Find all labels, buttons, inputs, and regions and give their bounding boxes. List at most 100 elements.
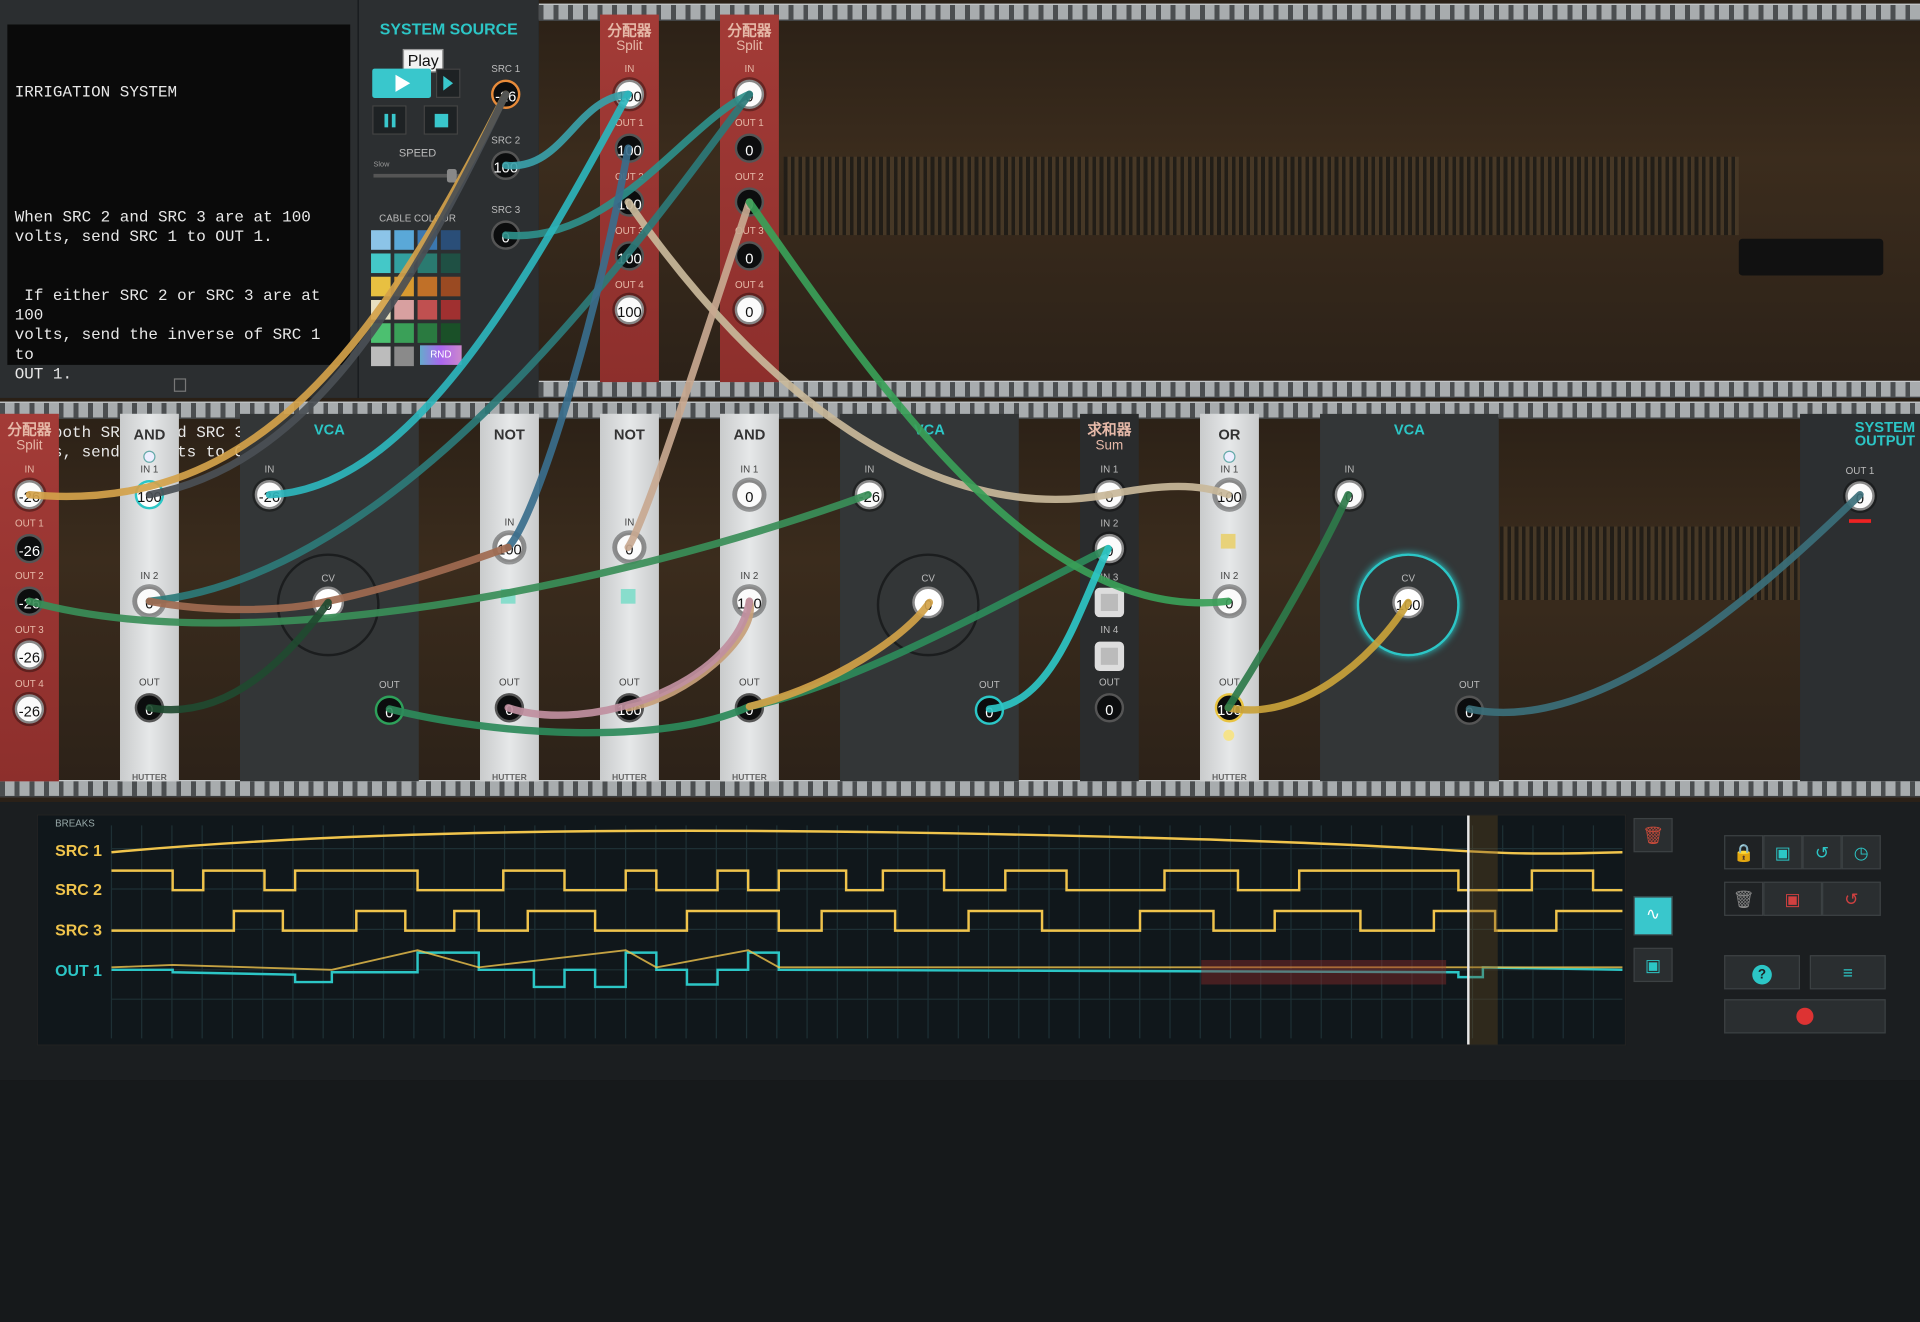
step-button[interactable] (435, 68, 461, 98)
lock-button[interactable]: 🔒 (1724, 835, 1764, 870)
colour-swatch[interactable] (371, 276, 391, 297)
patch-cable[interactable] (745, 598, 934, 711)
colour-swatch[interactable] (394, 346, 414, 367)
clock-button[interactable]: ◷ (1841, 835, 1881, 870)
patch-cable[interactable] (745, 198, 1232, 607)
trash-icon: 🗑 (1642, 825, 1664, 845)
random-colour-button[interactable]: RND (420, 345, 462, 365)
not-out-label: OUT (499, 677, 520, 689)
vca-cv-dial[interactable] (1356, 553, 1460, 657)
patch-cable[interactable] (25, 90, 510, 501)
patch-cable[interactable] (324, 543, 512, 605)
split-out1-jack[interactable]: 0 (734, 133, 765, 163)
colour-swatch[interactable] (394, 323, 414, 343)
pause-icon (384, 113, 389, 128)
brand-label: HUTTER (131, 773, 167, 783)
speed-slider-handle[interactable] (446, 168, 457, 183)
sum-subtitle: Sum (1095, 438, 1124, 454)
colour-swatch[interactable] (440, 276, 461, 297)
pause-button[interactable] (372, 105, 407, 135)
save-red-button[interactable]: ▣ (1763, 881, 1823, 916)
patch-cable[interactable] (745, 544, 1112, 711)
patch-cable[interactable] (145, 597, 332, 614)
colour-swatch[interactable] (394, 230, 414, 250)
patch-cable[interactable] (624, 597, 754, 712)
vca-cv-label: CV (1401, 573, 1415, 585)
timeline-save-button[interactable]: ▣ (1633, 947, 1673, 983)
colour-swatch[interactable] (440, 300, 461, 320)
and-in1-jack[interactable]: 0 (734, 480, 765, 510)
record-button[interactable] (1724, 999, 1886, 1034)
patch-cable[interactable] (145, 90, 510, 499)
split-out2-label: OUT 2 (615, 171, 644, 183)
split-out3-jack[interactable]: -26 (14, 640, 45, 670)
colour-swatch[interactable] (371, 230, 391, 250)
src1-label: SRC 1 (491, 63, 521, 75)
timeline-graph[interactable] (38, 815, 1625, 1045)
play-tooltip: Play (402, 48, 444, 73)
colour-swatch[interactable] (440, 230, 461, 250)
colour-swatch[interactable] (440, 253, 461, 274)
or-out-jack[interactable]: 100 (1214, 693, 1245, 723)
patch-cable[interactable] (502, 90, 632, 170)
trash-button[interactable]: 🗑 (1724, 881, 1764, 916)
step-icon (443, 75, 454, 91)
patch-cable[interactable] (145, 598, 332, 714)
split-out1-label: OUT 1 (735, 117, 764, 129)
sum-in3-jack[interactable] (1094, 587, 1125, 618)
colour-swatch[interactable] (440, 323, 461, 343)
help-button[interactable]: ? (1724, 955, 1801, 990)
not-in-label: IN (624, 516, 635, 528)
colour-swatch[interactable] (371, 253, 391, 274)
patch-cable[interactable] (624, 198, 754, 552)
split-out4-jack[interactable]: -26 (14, 694, 45, 724)
vca-cv-dial[interactable] (876, 553, 980, 657)
track-label-out1: OUT 1 (55, 961, 102, 980)
split-out4-jack[interactable]: 100 (614, 295, 645, 325)
sum-in1-label: IN 1 (1100, 464, 1119, 476)
patch-cable[interactable] (985, 544, 1112, 713)
undo-button[interactable]: ↺ (1802, 835, 1842, 870)
patch-cable[interactable] (1224, 491, 1352, 712)
colour-swatch[interactable] (417, 300, 438, 320)
colour-swatch[interactable] (394, 300, 414, 320)
sum-in4-jack[interactable] (1094, 641, 1125, 672)
patch-cable[interactable] (145, 90, 754, 605)
patch-cable[interactable] (504, 597, 754, 719)
patch-cable[interactable] (502, 90, 754, 240)
patch-cable[interactable] (624, 198, 1112, 503)
patch-cable[interactable] (1104, 482, 1232, 499)
or-out-label: OUT (1219, 677, 1240, 689)
cable-colour-label: CABLE COLOUR (379, 213, 456, 225)
speed-slider[interactable] (373, 168, 460, 183)
and-title: AND (733, 426, 766, 444)
play-button[interactable] (372, 68, 432, 98)
menu-button[interactable]: ≡ (1809, 955, 1886, 990)
split-subtitle: Split (16, 438, 43, 454)
split-out1-jack[interactable]: -26 (14, 533, 45, 564)
speed-min-label: Slow (373, 161, 390, 169)
sum-out-jack[interactable]: 0 (1094, 693, 1125, 723)
colour-swatch[interactable] (417, 323, 438, 343)
colour-swatch[interactable] (371, 346, 391, 367)
not-title: NOT (493, 426, 525, 444)
split-out4-jack[interactable]: 0 (734, 295, 765, 325)
patch-cable[interactable] (1224, 598, 1412, 714)
timeline-trash-button[interactable]: 🗑 (1633, 817, 1673, 853)
vca-in-label: IN (264, 464, 275, 476)
stop-button[interactable] (423, 105, 458, 135)
patch-cable[interactable] (25, 491, 872, 627)
and-out-label: OUT (739, 677, 760, 689)
split-out3-jack[interactable]: 0 (734, 241, 765, 271)
undo-red-button[interactable]: ↺ (1822, 881, 1881, 916)
waveform-button[interactable]: ∿ (1633, 896, 1673, 936)
patch-cable[interactable] (265, 90, 632, 499)
patch-cable[interactable] (1465, 491, 1864, 717)
colour-swatch[interactable] (417, 276, 438, 297)
save-button[interactable]: ▣ (1763, 835, 1803, 870)
system-source-module: SYSTEM SOURCE Play SPEED Slow CABLE COLO… (358, 0, 539, 398)
patch-cable[interactable] (385, 702, 754, 737)
sum-in3-label: IN 3 (1100, 571, 1119, 583)
patch-cable[interactable] (504, 144, 632, 552)
